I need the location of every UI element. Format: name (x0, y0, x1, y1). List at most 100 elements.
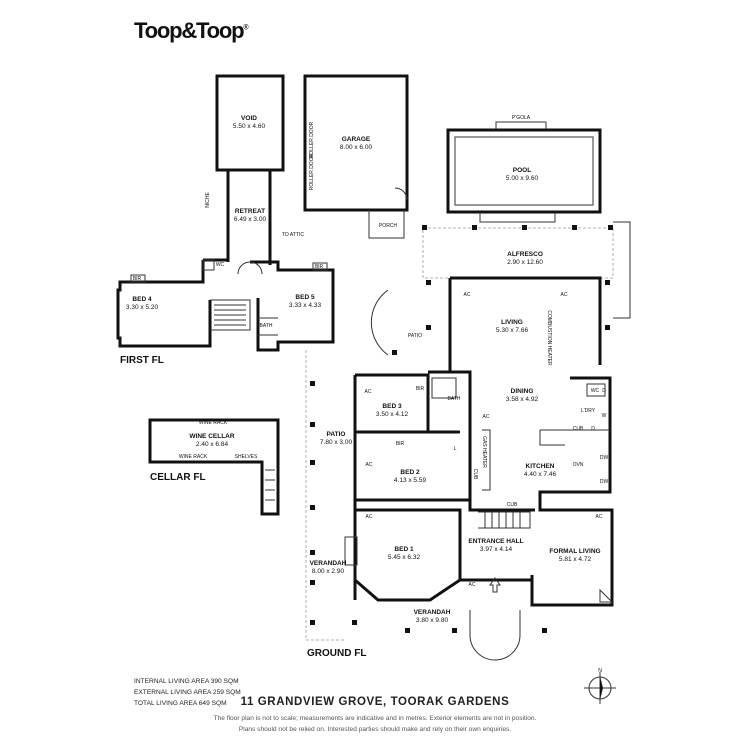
label-cub-laundry: CUB (573, 426, 584, 432)
post (352, 620, 357, 625)
room-dim-bed3: 3.50 x 4.12 (376, 411, 409, 418)
bedroom-walls (353, 370, 472, 600)
room-name-bed1: BED 1 (394, 546, 414, 553)
cellar-walls (148, 418, 280, 516)
post (426, 325, 431, 330)
room-dim-garage: 8.00 x 6.00 (340, 144, 373, 151)
area-internal: INTERNAL LIVING AREA 390 SQM (134, 678, 239, 685)
disclaimer: The floor plan is not to scale; measurem… (0, 713, 750, 735)
room-dim-retreat: 6.49 x 3.00 (234, 216, 267, 223)
label-porch: PORCH (379, 223, 397, 229)
floor-label-ground: GROUND FL (307, 648, 366, 659)
stair-treads (214, 304, 246, 326)
verandah-outline (305, 350, 345, 641)
post (522, 225, 527, 230)
disclaimer-line-2: Plans should not be relied on. Intereste… (238, 726, 512, 733)
label-d-laundry: D (591, 426, 595, 432)
compass-north-label: N (598, 668, 602, 674)
entry-stairs-outline (478, 511, 531, 529)
post (310, 505, 315, 510)
pool-steps (479, 212, 556, 223)
label-roller-door-2: ROLLER DOOR (309, 153, 315, 190)
room-name-bed3: BED 3 (382, 403, 402, 410)
area-total: TOTAL LIVING AREA 649 SQM (134, 700, 227, 707)
entry-arrow-icon (489, 577, 501, 593)
room-name-formal-living: FORMAL LIVING (549, 548, 600, 555)
label-w: W (602, 413, 607, 419)
room-dim-dining: 3.58 x 4.92 (506, 396, 539, 403)
north-compass-icon: N (584, 668, 616, 704)
room-name-bed2: BED 2 (400, 469, 420, 476)
pool-water (454, 136, 594, 206)
room-dim-patio-ground: 7.80 x 3.00 (320, 439, 353, 446)
room-dim-bed4: 3.30 x 5.20 (126, 304, 159, 311)
room-name-bed4: BED 4 (132, 296, 152, 303)
front-bay (469, 610, 521, 661)
room-name-living: LIVING (501, 319, 523, 326)
cellar-plan (148, 418, 280, 516)
bed1-walls (354, 508, 462, 602)
label-wine-rack-bottom: WINE RACK (179, 454, 208, 460)
room-name-verandah-side: VERANDAH (310, 560, 347, 567)
room-dim-verandah-side: 8.00 x 2.90 (312, 568, 345, 575)
double-door (237, 261, 263, 275)
label-patio: PATIO (408, 333, 422, 339)
void-walls (215, 74, 285, 172)
label-shelves: SHELVES (235, 454, 258, 460)
room-name-alfresco: ALFRESCO (507, 251, 543, 258)
room-dim-bed2: 4.13 x 5.59 (394, 477, 427, 484)
property-address: 11 GRANDVIEW GROVE, TOORAK GARDENS (240, 696, 510, 708)
label-combustion-heater: COMBUSTION HEATER (546, 310, 552, 366)
room-name-entrance: ENTRANCE HALL (468, 538, 523, 545)
room-name-retreat: RETREAT (235, 208, 265, 215)
label-pgola: P'GOLA (512, 115, 531, 121)
patio-curve (370, 289, 389, 356)
brand-logo: Toop&Toop® (134, 18, 249, 44)
post (605, 325, 610, 330)
label-wc-ground: WC (591, 388, 600, 394)
post (608, 225, 613, 230)
post (310, 422, 315, 427)
label-ac-bed3: AC (365, 389, 372, 395)
label-ac-living: AC (464, 292, 471, 298)
kitchen-bench (539, 429, 610, 446)
stair-outline (210, 299, 251, 331)
post (310, 381, 315, 386)
label-wc-first: WC (216, 262, 225, 268)
label-l: L (454, 446, 457, 452)
bath-fixtures (258, 317, 278, 336)
label-d: D (602, 388, 606, 394)
first-floor-plan (116, 74, 335, 352)
post (572, 225, 577, 230)
room-name-kitchen: KITCHEN (526, 463, 555, 470)
room-name-garage: GARAGE (342, 136, 371, 143)
room-dim-bed1: 5.45 x 6.32 (388, 554, 421, 561)
living-walls (448, 276, 602, 372)
label-ovn: OVN (573, 462, 584, 468)
room-dim-void: 5.50 x 4.60 (233, 123, 266, 130)
label-niche: NICHE (205, 192, 211, 208)
room-dim-bed5: 3.33 x 4.33 (289, 302, 322, 309)
label-gas-heater: GAS HEATER (481, 436, 487, 468)
area-summary: INTERNAL LIVING AREA 390 SQM EXTERNAL LI… (134, 676, 241, 709)
post (426, 280, 431, 285)
label-bir-bed4: BIR (133, 276, 142, 282)
post (310, 460, 315, 465)
fireplace (344, 536, 358, 566)
retreat-walls (226, 168, 272, 265)
garage-walls (303, 74, 409, 212)
label-to-attic: TO ATTIC (282, 232, 304, 238)
pool-surround (446, 128, 602, 214)
floor-label-cellar: CELLAR FL (150, 472, 206, 483)
cellar-stairs (265, 469, 275, 501)
verandah-posts (310, 225, 613, 633)
label-dw-2: DW (600, 479, 609, 485)
label-wine-rack-top: WINE RACK (199, 420, 228, 426)
post (452, 628, 457, 633)
room-dim-entrance: 3.97 x 4.14 (480, 546, 513, 553)
label-ac-bed1: AC (366, 514, 373, 520)
room-name-void: VOID (241, 115, 257, 122)
garage-door-swing (394, 187, 408, 201)
label-bir-bed2: BIR (396, 441, 405, 447)
label-ac-bed2: AC (366, 462, 373, 468)
